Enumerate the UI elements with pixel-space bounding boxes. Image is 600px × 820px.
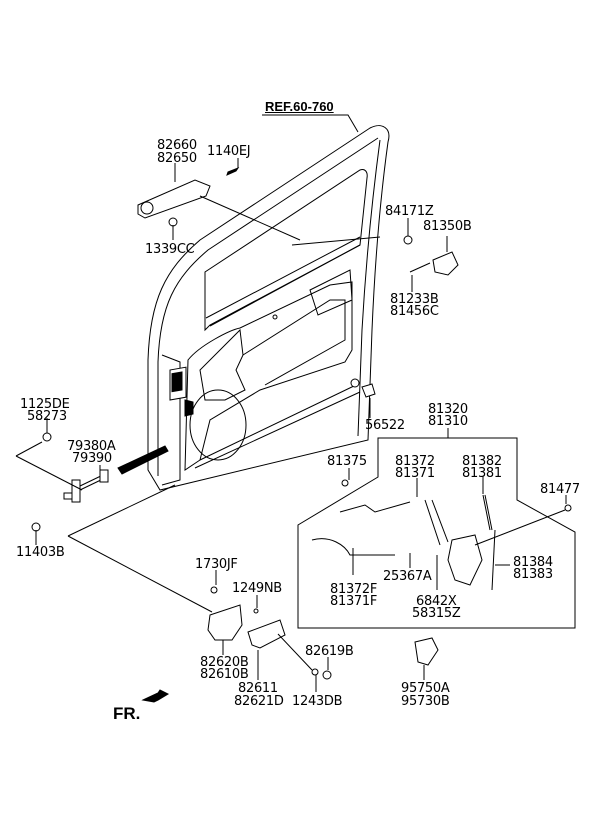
part-label: 81310: [428, 414, 468, 429]
latch-group-box: [297, 437, 576, 629]
ref-leader: [262, 114, 359, 133]
part-label: 95730B: [401, 694, 450, 709]
checker-part: [31, 432, 109, 532]
part-label: 81350B: [423, 219, 472, 234]
door-frame: [147, 125, 390, 491]
part-label: 82660: [157, 138, 197, 153]
part-label: 81375: [327, 454, 367, 469]
part-label: 79380A: [67, 439, 116, 454]
part-label: 81382: [462, 454, 502, 469]
part-label: 82621D: [234, 694, 284, 709]
striker-part: [403, 235, 459, 276]
part-label: 81372: [395, 454, 435, 469]
part-label: 82619B: [305, 644, 354, 659]
part-label: 82620B: [200, 655, 249, 670]
part-label: 58315Z: [412, 606, 461, 621]
part-label: 84171Z: [385, 204, 434, 219]
part-label: 1249NB: [232, 581, 282, 596]
direction-label: FR.: [113, 704, 141, 723]
inside-handle-part: [207, 586, 332, 680]
part-label: 81372F: [330, 582, 378, 597]
part-label: 81371F: [330, 594, 378, 609]
part-label: 58273: [27, 409, 67, 424]
actuator-part: [414, 637, 439, 666]
part-label: 82610B: [200, 667, 249, 682]
part-label: 25367A: [383, 569, 432, 584]
part-label: 81320: [428, 402, 468, 417]
outer-handle-part: [137, 166, 240, 227]
part-label: 6842X: [416, 594, 457, 609]
wire-harness: [117, 445, 169, 475]
front-arrow-icon: [141, 689, 170, 703]
part-label: 81233B: [390, 292, 439, 307]
part-label: 81381: [462, 466, 502, 481]
part-label: 81371: [395, 466, 435, 481]
door-bumper-part: [361, 383, 376, 398]
part-label: 81456C: [390, 304, 439, 319]
reference-label: REF.60-760: [265, 99, 334, 114]
part-label: 1730JF: [195, 557, 238, 572]
part-label: 1339CC: [145, 242, 195, 257]
part-label: 81383: [513, 567, 553, 582]
part-label: 56522: [365, 418, 405, 433]
leader-lines: [15, 158, 567, 692]
part-label: 95750A: [401, 681, 450, 696]
part-label: 79390: [72, 451, 112, 466]
latch-assembly-part: [311, 479, 572, 591]
part-label: 82611: [238, 681, 278, 696]
part-label: 11403B: [16, 545, 65, 560]
part-label: 1140EJ: [207, 144, 251, 159]
part-label: 81477: [540, 482, 580, 497]
part-label: 1243DB: [292, 694, 343, 709]
part-label: 1125DE: [20, 397, 70, 412]
part-label: 81384: [513, 555, 553, 570]
part-label: 82650: [157, 151, 197, 166]
